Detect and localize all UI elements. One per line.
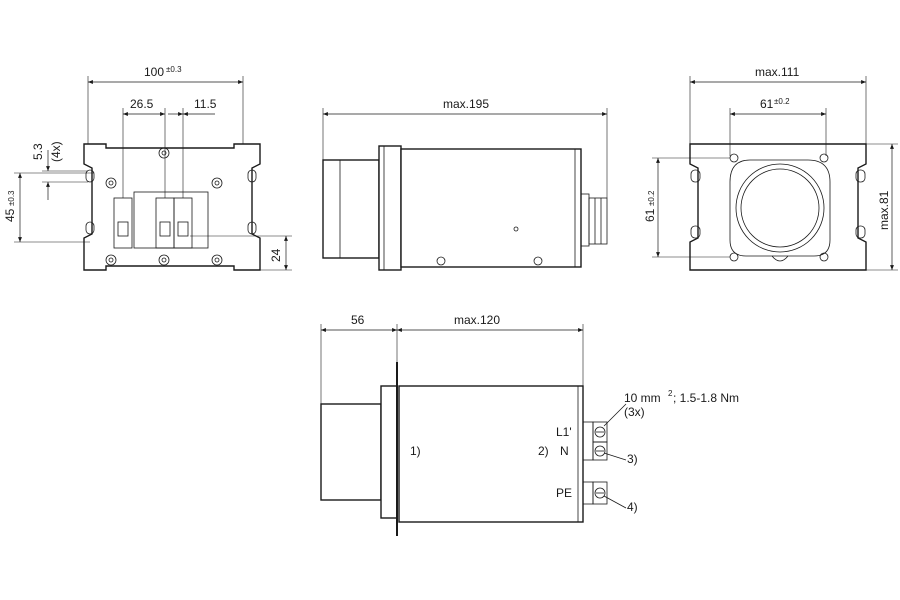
end-width-label: max.111 xyxy=(755,65,800,79)
terminal-icon xyxy=(582,421,608,505)
screw-icon xyxy=(105,147,223,266)
dim-26-5: 26.5 xyxy=(130,97,154,111)
slot-count-label: (4x) xyxy=(49,141,63,162)
hole-height-tol: ±0.3 xyxy=(7,190,16,206)
note-4: 4) xyxy=(627,500,638,514)
bottom-flange-collar xyxy=(380,385,398,519)
end-view: max.111 61 ±0.2 61 ±0.2 max.81 xyxy=(643,65,898,271)
end-height-label: max.81 xyxy=(877,190,891,230)
slot-height-label: 5.3 xyxy=(31,143,45,160)
front-width-label: 100 xyxy=(144,65,164,79)
side-view: max.195 xyxy=(322,97,608,271)
slot xyxy=(690,225,701,239)
side-connector xyxy=(322,159,380,259)
bottom-connector xyxy=(320,403,382,501)
slot xyxy=(690,169,701,183)
end-hole-spacing-label: 61 xyxy=(760,97,774,111)
screw-icon xyxy=(436,256,446,266)
note-1: 1) xyxy=(410,444,421,458)
bottom-housing xyxy=(398,385,584,523)
note-3: 3) xyxy=(627,452,638,466)
marker-dot xyxy=(513,226,519,232)
slot xyxy=(85,169,95,183)
terminal-offset-label: 24 xyxy=(269,248,283,262)
bottom-dim-right: max.120 xyxy=(454,313,500,327)
bottom-view: 56 max.120 10 mm 2 ; 1.5-1.8 Nm (3x) L1'… xyxy=(320,313,739,536)
end-hole-vertical-tol: ±0.2 xyxy=(647,190,656,206)
torque-sup: 2 xyxy=(668,389,673,398)
end-notch xyxy=(771,255,789,262)
label-pe: PE xyxy=(556,486,572,500)
slot xyxy=(247,169,257,183)
bottom-dim-left: 56 xyxy=(351,313,365,327)
slot xyxy=(855,225,866,239)
torque-rest: ; 1.5-1.8 Nm xyxy=(673,391,739,405)
torque-count: (3x) xyxy=(624,405,645,419)
end-hole-spacing-tol: ±0.2 xyxy=(774,97,790,106)
end-opening-inner xyxy=(740,168,820,248)
side-length-label: max.195 xyxy=(443,97,489,111)
end-opening-outer xyxy=(735,163,825,253)
side-housing xyxy=(400,148,582,268)
front-width-tol: ±0.3 xyxy=(166,65,182,74)
note-2: 2) xyxy=(538,444,549,458)
front-flange xyxy=(83,143,261,271)
label-n: N xyxy=(560,444,569,458)
label-l1: L1' xyxy=(556,425,572,439)
torque-main: 10 mm xyxy=(624,391,661,405)
slot xyxy=(85,221,95,235)
slot xyxy=(855,169,866,183)
dim-11-5: 11.5 xyxy=(194,97,217,111)
hole-height-label: 45 xyxy=(3,208,17,222)
side-flange xyxy=(378,145,402,271)
end-hole-vertical-label: 61 xyxy=(643,208,657,222)
screw-icon xyxy=(533,256,543,266)
slot xyxy=(247,221,257,235)
end-flange xyxy=(689,143,867,271)
front-view: 100 ±0.3 26.5 11.5 5.3 (4x) 45 ±0.3 24 xyxy=(3,65,292,271)
end-opening-frame xyxy=(729,159,831,257)
side-terminal xyxy=(580,193,590,247)
side-terminal xyxy=(588,197,608,245)
